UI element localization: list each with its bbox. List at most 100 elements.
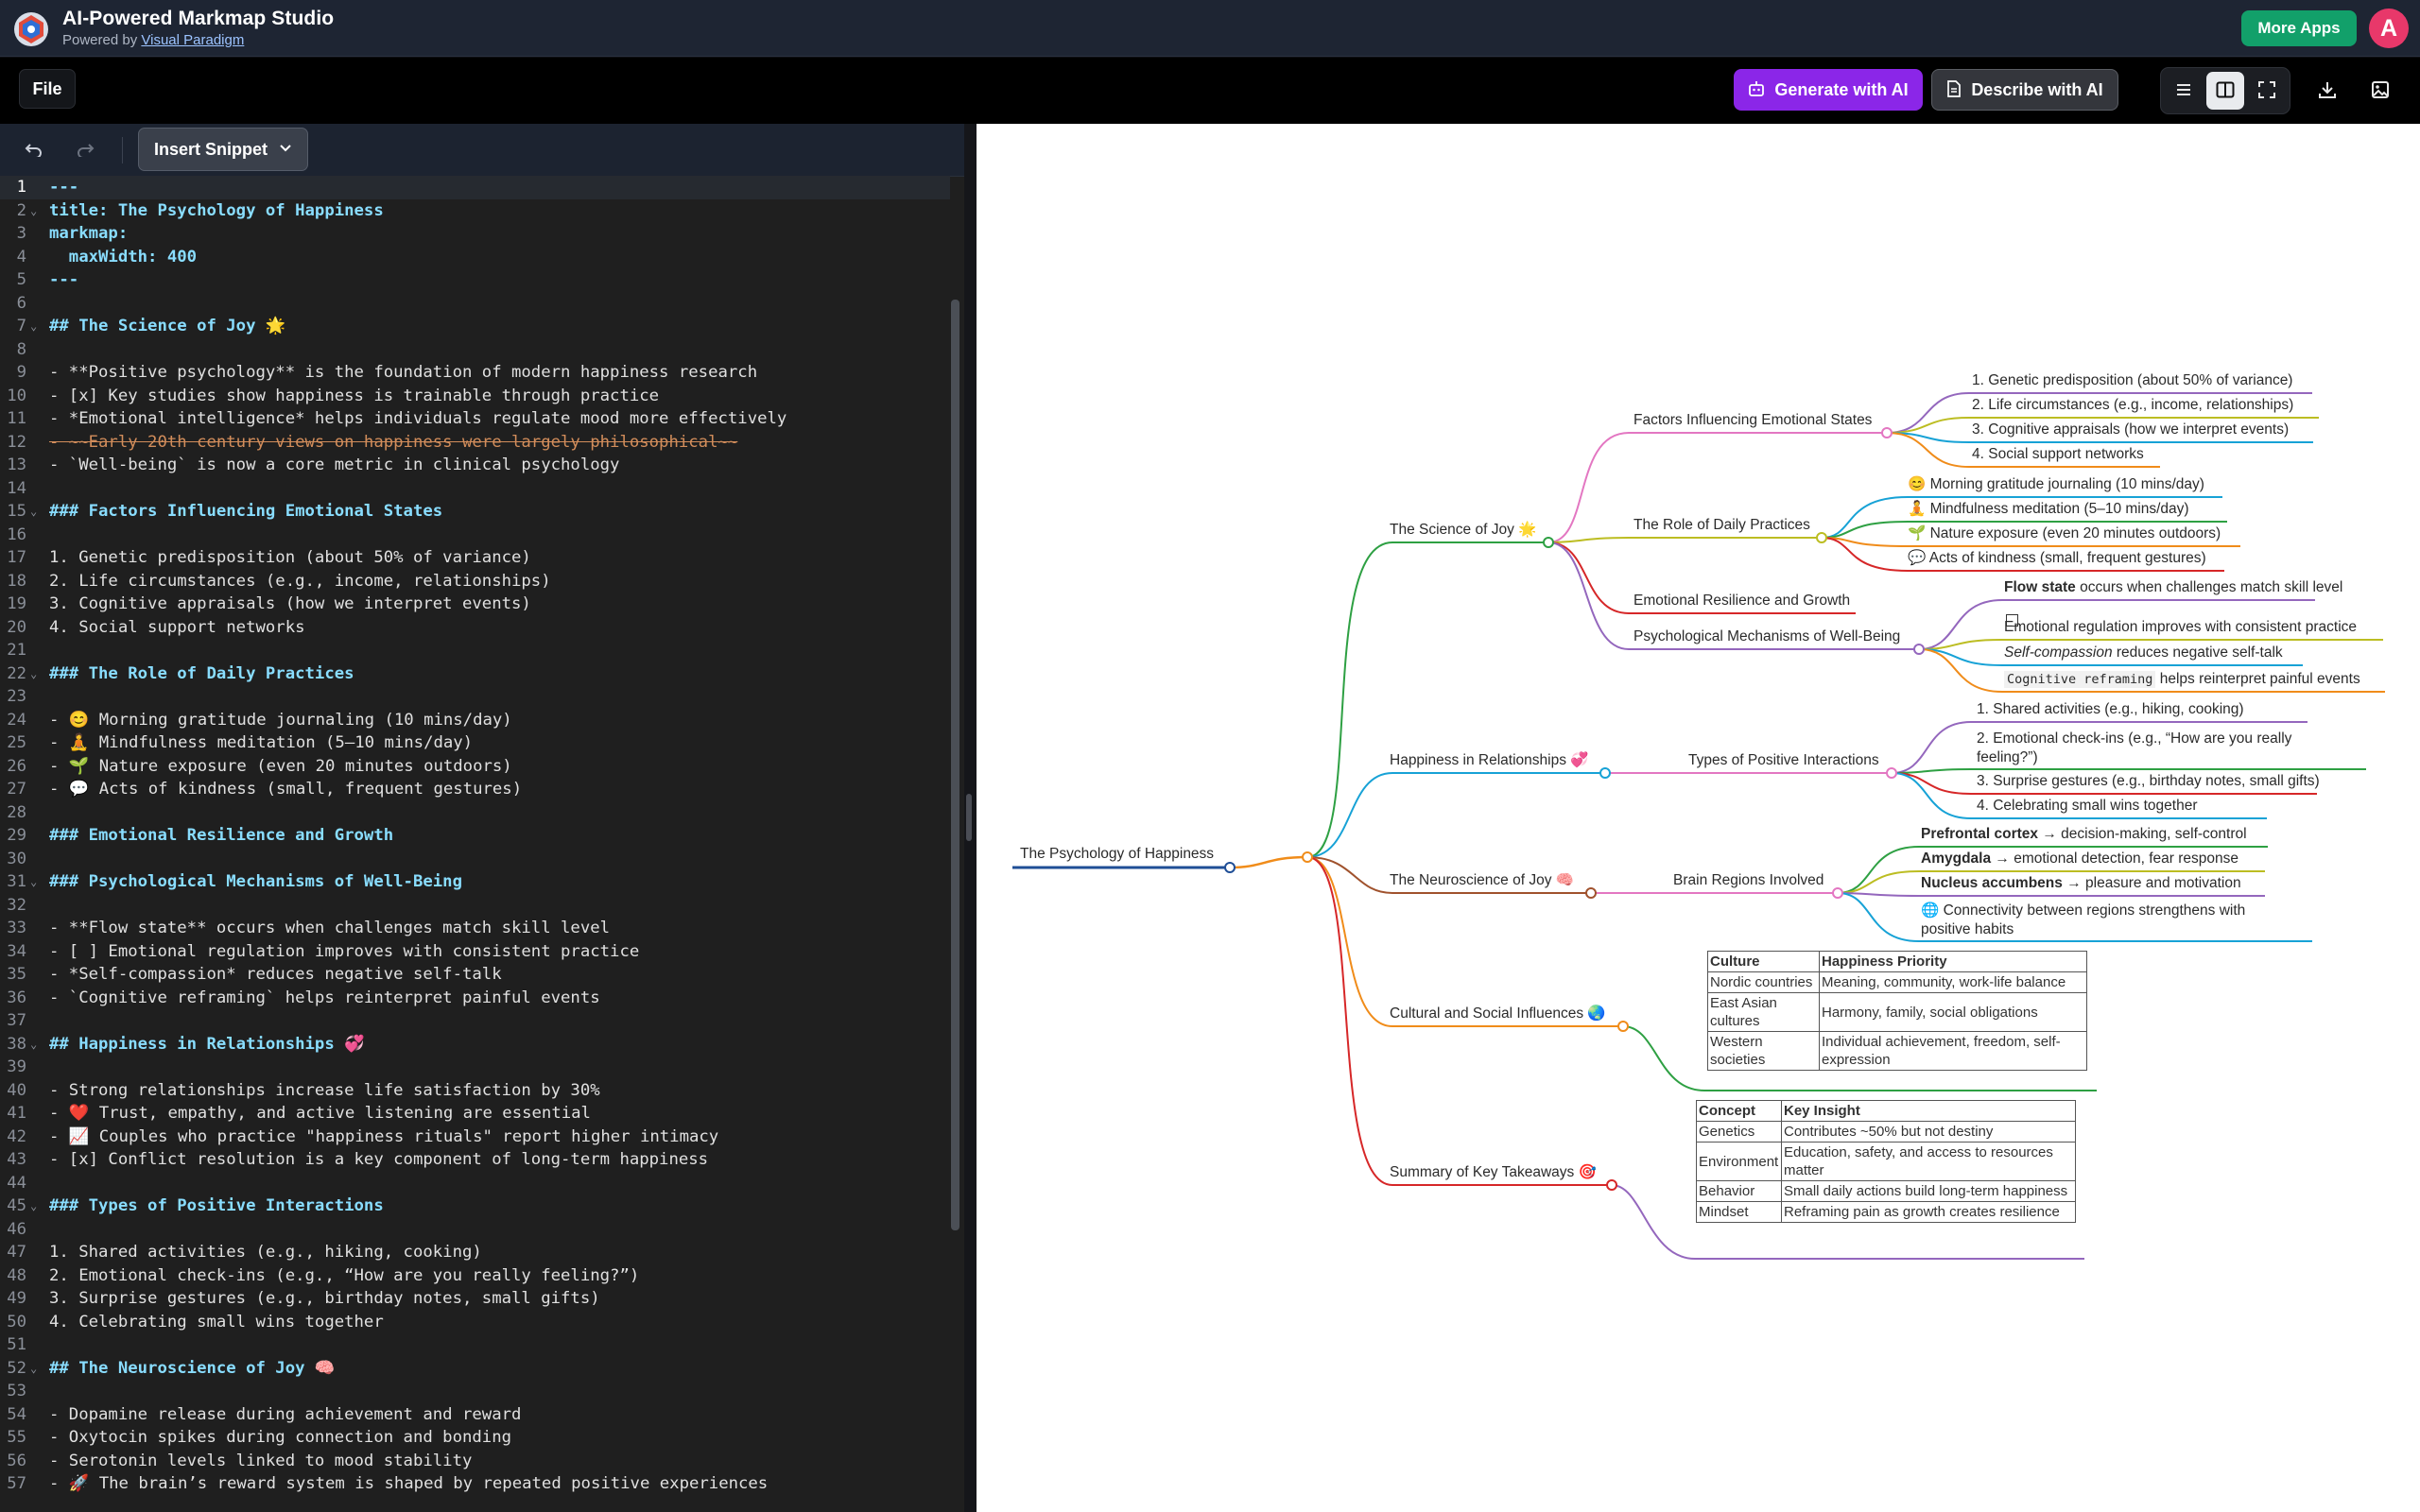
node-factor-item[interactable]: 4. Social support networks xyxy=(1972,445,2144,464)
code-line[interactable]: 40- Strong relationships increase life s… xyxy=(0,1079,950,1103)
node-cultural-social-influences[interactable]: Cultural and Social Influences 🌏 xyxy=(1390,1005,1606,1023)
node-brain-pfc[interactable]: Prefrontal cortex → decision-making, sel… xyxy=(1921,825,2247,844)
code-line[interactable]: 13- `Well-being` is now a core metric in… xyxy=(0,454,950,477)
code-line[interactable]: 7⌄## The Science of Joy 🌟 xyxy=(0,315,950,338)
code-line[interactable]: 35- *Self-compassion* reduces negative s… xyxy=(0,963,950,987)
node-mechanism-flow[interactable]: Flow state occurs when challenges match … xyxy=(2004,578,2342,597)
code-line[interactable]: 471. Shared activities (e.g., hiking, co… xyxy=(0,1241,950,1264)
undo-button[interactable] xyxy=(17,135,51,165)
code-line[interactable]: 44 xyxy=(0,1172,950,1195)
code-line[interactable]: 57- 🚀 The brain’s reward system is shape… xyxy=(0,1472,950,1496)
insert-snippet-dropdown[interactable]: Insert Snippet xyxy=(138,128,308,171)
code-line[interactable]: 15⌄### Factors Influencing Emotional Sta… xyxy=(0,500,950,524)
code-line[interactable]: 31⌄### Psychological Mechanisms of Well-… xyxy=(0,870,950,894)
code-line[interactable]: 36- `Cognitive reframing` helps reinterp… xyxy=(0,987,950,1010)
node-science-of-joy[interactable]: The Science of Joy 🌟 xyxy=(1390,521,1536,540)
node-daily-practices[interactable]: The Role of Daily Practices xyxy=(1634,516,1810,535)
code-line[interactable]: 1--- xyxy=(0,176,950,199)
download-button[interactable] xyxy=(2308,72,2346,110)
fold-chevron-icon[interactable]: ⌄ xyxy=(30,1194,37,1218)
code-line[interactable]: 11- *Emotional intelligence* helps indiv… xyxy=(0,407,950,431)
fold-chevron-icon[interactable]: ⌄ xyxy=(30,1357,37,1381)
code-line[interactable]: 3markmap: xyxy=(0,222,950,246)
code-line[interactable]: 54- Dopamine release during achievement … xyxy=(0,1403,950,1427)
node-interaction-item[interactable]: 2. Emotional check-ins (e.g., “How are y… xyxy=(1977,730,2355,767)
code-line[interactable]: 14 xyxy=(0,477,950,501)
code-line[interactable]: 23 xyxy=(0,685,950,709)
fullscreen-view-button[interactable] xyxy=(2248,72,2286,110)
code-line[interactable]: 41- ❤️ Trust, empathy, and active listen… xyxy=(0,1102,950,1125)
node-happiness-in-relationships[interactable]: Happiness in Relationships 💞 xyxy=(1390,751,1589,770)
node-mechanisms[interactable]: Psychological Mechanisms of Well-Being xyxy=(1634,627,1900,646)
node-resilience[interactable]: Emotional Resilience and Growth xyxy=(1634,592,1850,610)
code-line[interactable]: 42- 📈 Couples who practice "happiness ri… xyxy=(0,1125,950,1149)
code-line[interactable]: 22⌄### The Role of Daily Practices xyxy=(0,662,950,686)
node-factors[interactable]: Factors Influencing Emotional States xyxy=(1634,411,1872,430)
code-line[interactable]: 193. Cognitive appraisals (how we interp… xyxy=(0,593,950,616)
code-line[interactable]: 53 xyxy=(0,1380,950,1403)
editor-scrollbar[interactable] xyxy=(951,300,959,1230)
code-line[interactable]: 6 xyxy=(0,292,950,316)
code-area[interactable]: 1---2⌄title: The Psychology of Happiness… xyxy=(0,176,950,1512)
node-interaction-item[interactable]: 1. Shared activities (e.g., hiking, cook… xyxy=(1977,700,2244,719)
code-line[interactable]: 493. Surprise gestures (e.g., birthday n… xyxy=(0,1287,950,1311)
code-line[interactable]: 5--- xyxy=(0,268,950,292)
fold-chevron-icon[interactable]: ⌄ xyxy=(30,1033,37,1057)
code-line[interactable]: 29### Emotional Resilience and Growth xyxy=(0,824,950,848)
code-line[interactable]: 39 xyxy=(0,1056,950,1079)
code-line[interactable]: 504. Celebrating small wins together xyxy=(0,1311,950,1334)
fold-chevron-icon[interactable]: ⌄ xyxy=(30,199,37,223)
markmap-canvas[interactable]: The Psychology of Happiness The Science … xyxy=(977,124,2420,1512)
visual-paradigm-link[interactable]: Visual Paradigm xyxy=(141,32,244,48)
node-daily-item[interactable]: 💬 Acts of kindness (small, frequent gest… xyxy=(1908,549,2206,568)
code-line[interactable]: 21 xyxy=(0,639,950,662)
code-line[interactable]: 24- 😊 Morning gratitude journaling (10 m… xyxy=(0,709,950,732)
code-line[interactable]: 32 xyxy=(0,894,950,918)
code-line[interactable]: 30 xyxy=(0,848,950,871)
code-line[interactable]: 34- [ ] Emotional regulation improves wi… xyxy=(0,940,950,964)
redo-button[interactable] xyxy=(68,135,102,165)
code-line[interactable]: 51 xyxy=(0,1333,950,1357)
node-summary-takeaways[interactable]: Summary of Key Takeaways 🎯 xyxy=(1390,1163,1597,1182)
code-line[interactable]: 45⌄### Types of Positive Interactions xyxy=(0,1194,950,1218)
code-line[interactable]: 56- Serotonin levels linked to mood stab… xyxy=(0,1450,950,1473)
node-interaction-item[interactable]: 4. Celebrating small wins together xyxy=(1977,797,2197,816)
file-menu-button[interactable]: File xyxy=(19,69,76,109)
code-line[interactable]: 25- 🧘 Mindfulness meditation (5–10 mins/… xyxy=(0,731,950,755)
fold-chevron-icon[interactable]: ⌄ xyxy=(30,870,37,894)
code-line[interactable]: 2⌄title: The Psychology of Happiness xyxy=(0,199,950,223)
node-mechanism-reframing[interactable]: Cognitive reframing helps reinterpret pa… xyxy=(2004,670,2360,689)
code-line[interactable]: 26- 🌱 Nature exposure (even 20 minutes o… xyxy=(0,755,950,779)
code-line[interactable]: 182. Life circumstances (e.g., income, r… xyxy=(0,570,950,593)
generate-with-ai-button[interactable]: Generate with AI xyxy=(1734,69,1923,111)
code-line[interactable]: 27- 💬 Acts of kindness (small, frequent … xyxy=(0,778,950,801)
fold-chevron-icon[interactable]: ⌄ xyxy=(30,662,37,686)
code-line[interactable]: 4 maxWidth: 400 xyxy=(0,246,950,269)
node-brain-amygdala[interactable]: Amygdala → emotional detection, fear res… xyxy=(1921,850,2238,868)
code-line[interactable]: 38⌄## Happiness in Relationships 💞 xyxy=(0,1033,950,1057)
code-line[interactable]: 9- **Positive psychology** is the founda… xyxy=(0,361,950,385)
code-line[interactable]: 55- Oxytocin spikes during connection an… xyxy=(0,1426,950,1450)
node-mechanism-regulation[interactable]: Emotional regulation improves with consi… xyxy=(2004,618,2357,637)
node-factor-item[interactable]: 1. Genetic predisposition (about 50% of … xyxy=(1972,371,2292,390)
code-line[interactable]: 10- [x] Key studies show happiness is tr… xyxy=(0,385,950,408)
node-daily-item[interactable]: 🌱 Nature exposure (even 20 minutes outdo… xyxy=(1908,524,2221,543)
node-root[interactable]: The Psychology of Happiness xyxy=(1020,845,1214,864)
code-line[interactable]: 37 xyxy=(0,1009,950,1033)
code-line[interactable]: 482. Emotional check-ins (e.g., “How are… xyxy=(0,1264,950,1288)
split-view-button[interactable] xyxy=(2206,72,2244,110)
code-line[interactable]: 8 xyxy=(0,338,950,362)
node-mechanism-self-compassion[interactable]: Self-compassion reduces negative self-ta… xyxy=(2004,644,2283,662)
code-line[interactable]: 171. Genetic predisposition (about 50% o… xyxy=(0,546,950,570)
node-interaction-item[interactable]: 3. Surprise gestures (e.g., birthday not… xyxy=(1977,772,2320,791)
node-neuroscience-of-joy[interactable]: The Neuroscience of Joy 🧠 xyxy=(1390,871,1574,890)
code-line[interactable]: 33- **Flow state** occurs when challenge… xyxy=(0,917,950,940)
node-factor-item[interactable]: 2. Life circumstances (e.g., income, rel… xyxy=(1972,396,2293,415)
fold-chevron-icon[interactable]: ⌄ xyxy=(30,315,37,338)
node-brain-accumbens[interactable]: Nucleus accumbens → pleasure and motivat… xyxy=(1921,874,2241,893)
export-image-button[interactable] xyxy=(2361,72,2399,110)
user-avatar[interactable]: A xyxy=(2369,9,2409,48)
node-brain-connectivity[interactable]: 🌐 Connectivity between regions strengthe… xyxy=(1921,902,2299,939)
node-factor-item[interactable]: 3. Cognitive appraisals (how we interpre… xyxy=(1972,421,2289,439)
node-types-of-interactions[interactable]: Types of Positive Interactions xyxy=(1688,751,1879,770)
